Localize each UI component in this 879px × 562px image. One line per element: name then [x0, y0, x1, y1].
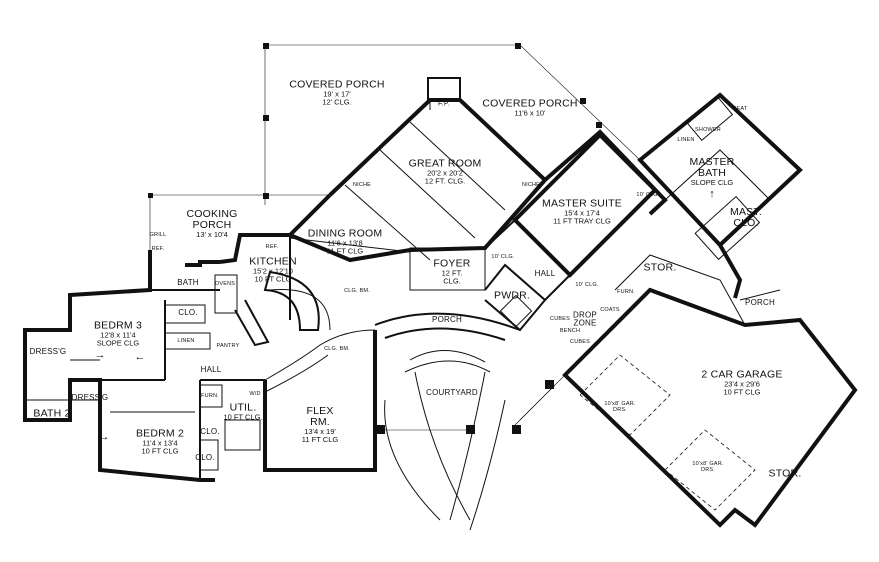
courtyard-outline — [374, 312, 554, 531]
master-bath-wing — [637, 92, 803, 299]
main-walls — [219, 77, 668, 332]
flex-room-walls — [263, 329, 377, 472]
kitchen-fixtures — [214, 270, 331, 347]
garage-walls — [514, 254, 858, 528]
covered-porch-outline — [263, 43, 641, 199]
bedroom-wing-walls — [23, 250, 265, 482]
cooking-porch-outline — [148, 193, 266, 250]
